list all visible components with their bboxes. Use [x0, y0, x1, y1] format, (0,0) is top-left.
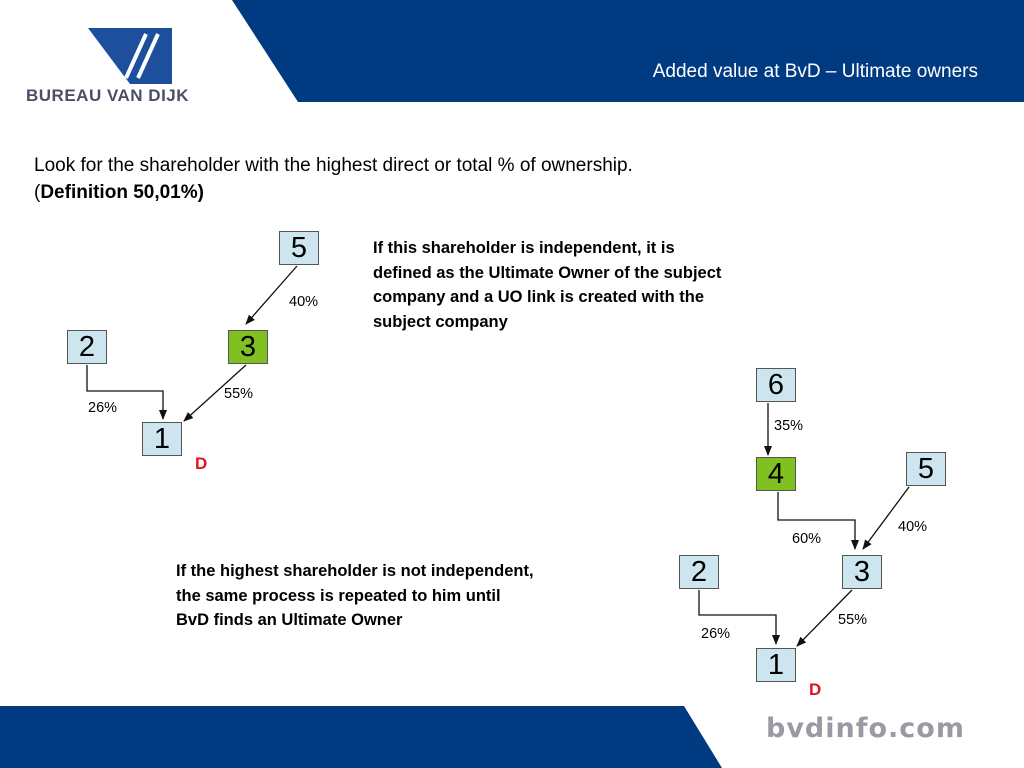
note-line: the same process is repeated to him unti…: [176, 586, 501, 605]
marker-d-right: D: [809, 680, 822, 699]
note-line: If this shareholder is independent, it i…: [373, 239, 675, 257]
arrow-right-2-to-1: [698, 590, 780, 645]
arrow-right-3-to-1: [796, 589, 853, 647]
arrow-right-5-to-3: [862, 486, 910, 550]
pct-right-35: 35%: [774, 418, 804, 434]
node-right-5: 5: [906, 452, 946, 486]
footer-url: bvdinfo.com: [766, 713, 965, 744]
node-right-6: 6: [756, 368, 796, 402]
note-line: If the highest shareholder is not indepe…: [176, 562, 534, 580]
intro-paren: (: [34, 182, 41, 203]
pct-right-55: 55%: [838, 612, 868, 628]
intro-line-1: Look for the shareholder with the highes…: [34, 155, 633, 176]
note-line: defined as the Ultimate Owner of the sub…: [373, 263, 722, 282]
note-line: subject company: [373, 312, 508, 331]
node-left-5: 5: [279, 231, 319, 265]
node-right-3: 3: [842, 555, 882, 589]
pct-left-55: 55%: [224, 386, 254, 402]
intro-line-2: (Definition 50,01%): [34, 179, 633, 206]
pct-left-40: 40%: [289, 294, 319, 310]
node-left-1: 1: [142, 422, 182, 456]
pct-left-26: 26%: [88, 400, 118, 416]
bvd-logo-icon: [88, 28, 172, 84]
arrow-left-2-to-1: [86, 365, 167, 420]
note-not-independent: If the highest shareholder is not indepe…: [176, 559, 534, 633]
footer-band: [0, 706, 722, 768]
node-right-4: 4: [756, 457, 796, 491]
node-left-3: 3: [228, 330, 268, 364]
marker-d-left: D: [195, 454, 208, 473]
node-right-1: 1: [756, 648, 796, 682]
arrow-left-3-to-1: [183, 364, 247, 422]
note-line: BvD finds an Ultimate Owner: [176, 611, 403, 629]
header-band: [232, 0, 1024, 102]
definition-label: Definition 50,01%): [40, 182, 204, 203]
page-title: Added value at BvD – Ultimate owners: [652, 61, 978, 82]
pct-right-60: 60%: [792, 531, 822, 547]
pct-right-26: 26%: [701, 626, 731, 642]
note-independent: If this shareholder is independent, it i…: [373, 236, 721, 334]
pct-right-40: 40%: [898, 519, 928, 535]
intro-text: Look for the shareholder with the highes…: [34, 152, 633, 206]
arrow-right-4-to-3: [777, 492, 859, 550]
node-right-2: 2: [679, 555, 719, 589]
node-left-2: 2: [67, 330, 107, 364]
logo-wordmark: BUREAU VAN DIJK: [26, 86, 190, 105]
arrow-left-5-to-3: [245, 265, 298, 325]
note-line: company and a UO link is created with th…: [373, 288, 704, 306]
